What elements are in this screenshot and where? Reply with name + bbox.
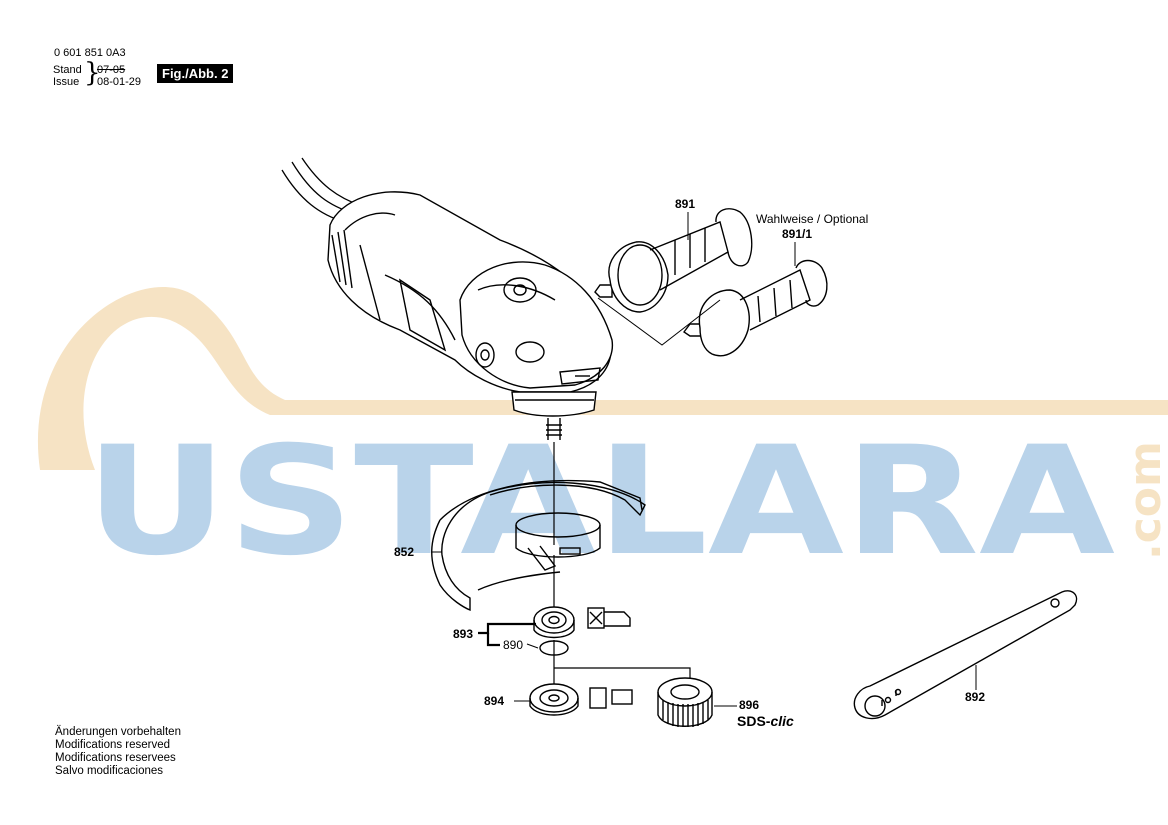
new-date: 08-01-29 [97, 76, 142, 88]
footer-line-en: Modifications reserved [55, 739, 171, 751]
sds-suffix: clic [770, 713, 794, 729]
watermark-suffix: .com [1120, 441, 1168, 560]
watermark-text: USTALARA [85, 415, 1115, 589]
angle-grinder-body [327, 191, 614, 440]
part-label-891: 891 [675, 197, 696, 211]
brace-icon: } [84, 58, 101, 88]
oring-890 [539, 640, 569, 656]
bracket-893-890 [478, 622, 536, 647]
stand-label: Stand [53, 64, 82, 76]
old-date: 07-05 [97, 64, 126, 76]
watermark-swoosh [37, 286, 1168, 470]
sds-clic-nut-896 [657, 677, 713, 727]
part-label-892: 892 [965, 690, 986, 704]
part-label-891-1: 891/1 [782, 227, 813, 241]
part-label-896: 896 [739, 698, 760, 712]
part-label-852: 852 [394, 545, 415, 559]
footer-note: Änderungen vorbehalten Modifications res… [55, 726, 181, 778]
handle-891 [594, 208, 753, 313]
footer-line-de: Änderungen vorbehalten [55, 726, 181, 738]
flange-894 [529, 683, 633, 716]
flange-893 [533, 606, 631, 639]
part-label-894: 894 [484, 694, 505, 708]
guard-852 [431, 479, 646, 612]
issue-label: Issue [53, 76, 80, 88]
part-number: 0 601 851 0A3 [54, 47, 126, 59]
footer-line-es: Salvo modificaciones [55, 765, 164, 777]
handle-891-1 [682, 259, 828, 357]
part-label-893: 893 [453, 627, 474, 641]
spanner-892 [853, 590, 1078, 720]
footer-line-fr: Modifications reservees [55, 752, 176, 764]
part-label-890: 890 [503, 638, 524, 652]
leader-lines [432, 212, 977, 707]
sds-clic-label: SDS-clic [737, 713, 794, 729]
sds-prefix: SDS- [737, 713, 771, 729]
figure-label: Fig./Abb. 2 [157, 64, 234, 83]
axis-lines [553, 442, 691, 690]
optional-label: Wahlweise / Optional [756, 212, 869, 226]
